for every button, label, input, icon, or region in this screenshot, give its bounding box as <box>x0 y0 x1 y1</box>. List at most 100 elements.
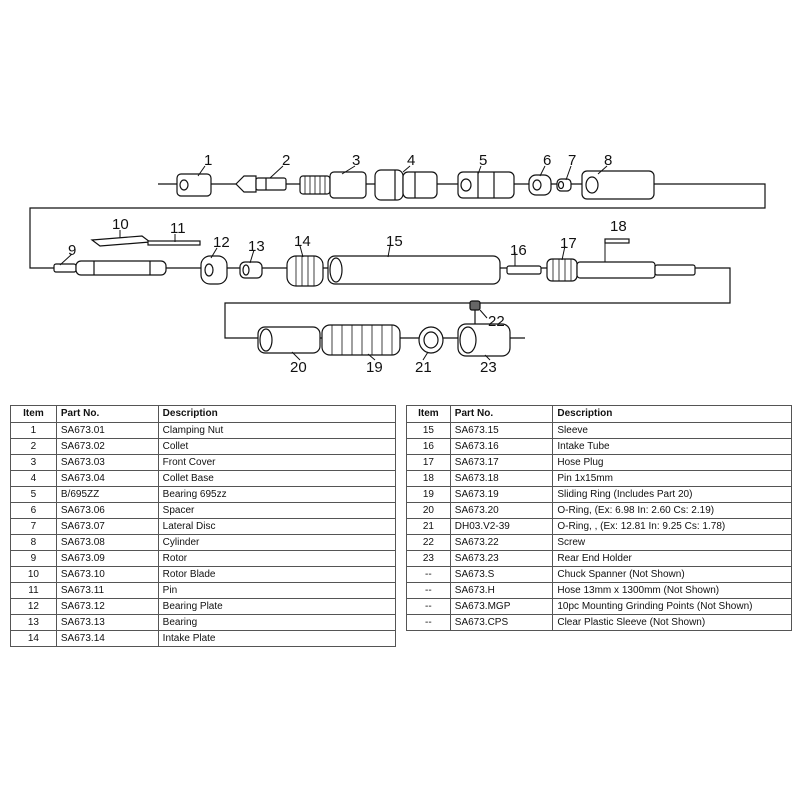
callout-18: 18 <box>610 218 627 235</box>
cell-description: Clear Plastic Sleeve (Not Shown) <box>552 614 792 631</box>
callout-1: 1 <box>204 152 212 169</box>
callout-15: 15 <box>386 233 403 250</box>
callout-5: 5 <box>479 152 487 169</box>
cell-item: 5 <box>10 486 57 503</box>
cell-description: Bearing 695zz <box>157 486 397 503</box>
callout-22: 22 <box>488 313 505 330</box>
cell-description: Hose 13mm x 1300mm (Not Shown) <box>552 582 792 599</box>
callout-23: 23 <box>480 359 497 376</box>
table-header-row: Item Part No. Description <box>10 405 397 423</box>
cell-description: Lateral Disc <box>157 518 397 535</box>
cell-part-no: SA673.14 <box>55 630 159 647</box>
leader-lines <box>59 165 608 361</box>
part-22-screw <box>469 300 481 324</box>
callout-3: 3 <box>352 152 360 169</box>
cell-part-no: SA673.16 <box>449 438 554 455</box>
part-21-o-ring <box>418 326 444 354</box>
cell-part-no: SA673.06 <box>55 502 159 519</box>
part-17-hose-plug <box>546 258 696 282</box>
callout-21: 21 <box>415 359 432 376</box>
cell-part-no: SA673.17 <box>449 454 554 471</box>
part-7-lateral-disc <box>556 178 572 192</box>
part-20-o-ring <box>257 326 321 354</box>
callout-6: 6 <box>543 152 551 169</box>
part-5-bearing <box>457 171 515 199</box>
cell-description: Rotor Blade <box>157 566 397 583</box>
header-description: Description <box>552 405 792 423</box>
cell-item: 20 <box>406 502 451 519</box>
callout-12: 12 <box>213 234 230 251</box>
cell-item: 9 <box>10 550 57 567</box>
cell-item: 11 <box>10 582 57 599</box>
cell-part-no: SA673.03 <box>55 454 159 471</box>
cell-description: Clamping Nut <box>157 422 397 439</box>
cell-item: 12 <box>10 598 57 615</box>
cell-description: Cylinder <box>157 534 397 551</box>
exploded-parts-diagram: 1 2 3 4 5 6 7 8 9 10 11 12 13 14 15 16 1… <box>29 152 766 376</box>
cell-description: Collet Base <box>157 470 397 487</box>
callout-19: 19 <box>366 359 383 376</box>
cell-part-no: SA673.01 <box>55 422 159 439</box>
cell-item: 15 <box>406 422 451 439</box>
cell-item: -- <box>406 582 451 599</box>
part-15-sleeve <box>327 255 501 285</box>
cell-item: 21 <box>406 518 451 535</box>
part-2-collet <box>235 175 287 193</box>
part-4-collet-base <box>374 169 438 201</box>
cell-description: O-Ring, (Ex: 6.98 In: 2.60 Cs: 2.19) <box>552 502 792 519</box>
cell-item: -- <box>406 598 451 615</box>
cell-item: -- <box>406 566 451 583</box>
part-13-bearing <box>239 261 263 279</box>
callout-11: 11 <box>170 220 186 237</box>
cell-part-no: SA673.12 <box>55 598 159 615</box>
cell-description: Collet <box>157 438 397 455</box>
callout-13: 13 <box>248 238 265 255</box>
cell-description: Rotor <box>157 550 397 567</box>
cell-part-no: SA673.23 <box>449 550 554 567</box>
header-part-no: Part No. <box>55 405 159 423</box>
part-1-clamping-nut <box>176 173 212 197</box>
cell-part-no: SA673.02 <box>55 438 159 455</box>
cell-description: 10pc Mounting Grinding Points (Not Shown… <box>552 598 792 615</box>
cell-part-no: B/695ZZ <box>55 486 159 503</box>
cell-part-no: SA673.H <box>449 582 554 599</box>
cell-description: Front Cover <box>157 454 397 471</box>
cell-part-no: SA673.CPS <box>449 614 554 631</box>
header-item: Item <box>406 405 451 423</box>
cell-part-no: SA673.S <box>449 566 554 583</box>
cell-item: 6 <box>10 502 57 519</box>
callout-7: 7 <box>568 152 576 169</box>
callout-20: 20 <box>290 359 307 376</box>
cell-description: Screw <box>552 534 792 551</box>
cell-part-no: SA673.19 <box>449 486 554 503</box>
cell-description: Pin 1x15mm <box>552 470 792 487</box>
cell-item: 22 <box>406 534 451 551</box>
callout-16: 16 <box>510 242 527 259</box>
cell-description: Bearing <box>157 614 397 631</box>
cell-item: 16 <box>406 438 451 455</box>
cell-item: 2 <box>10 438 57 455</box>
part-12-bearing-plate <box>200 255 228 285</box>
cell-item: 23 <box>406 550 451 567</box>
cell-item: 19 <box>406 486 451 503</box>
cell-item: 8 <box>10 534 57 551</box>
callout-labels: 1 2 3 4 5 6 7 8 9 10 11 12 13 14 15 16 1… <box>68 152 627 376</box>
cell-description: Sleeve <box>552 422 792 439</box>
cell-description: Chuck Spanner (Not Shown) <box>552 566 792 583</box>
